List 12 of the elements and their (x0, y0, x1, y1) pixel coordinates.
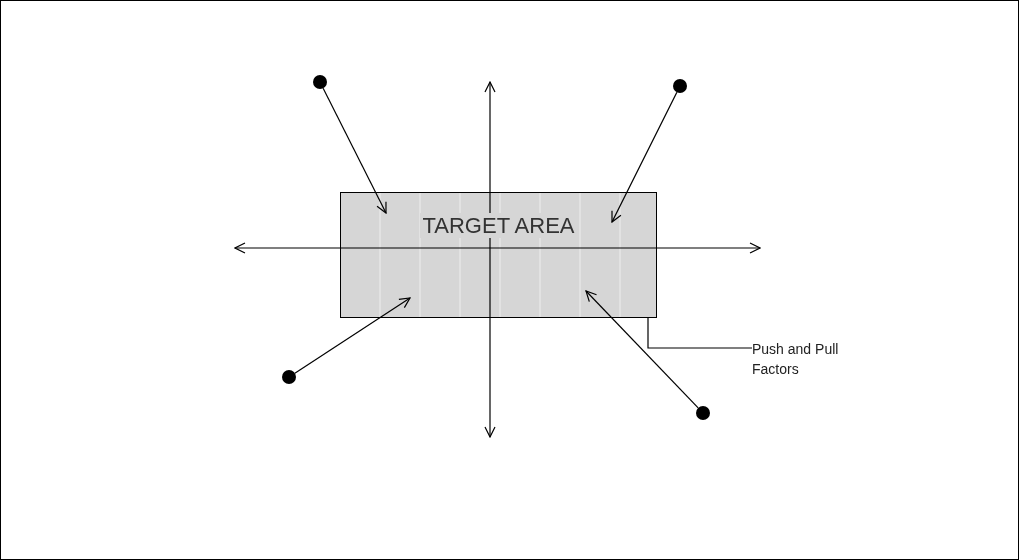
leader-line (647, 317, 753, 349)
dot (696, 406, 710, 420)
arrow (585, 290, 699, 409)
arrow (322, 87, 387, 214)
target-area-box (340, 192, 657, 318)
arrow (611, 91, 678, 223)
dot (313, 75, 327, 89)
arrow (294, 297, 411, 374)
box-label: TARGET AREA (420, 213, 577, 238)
dot (673, 79, 687, 93)
leader-label: Push and Pull Factors (752, 340, 840, 379)
dot (282, 370, 296, 384)
